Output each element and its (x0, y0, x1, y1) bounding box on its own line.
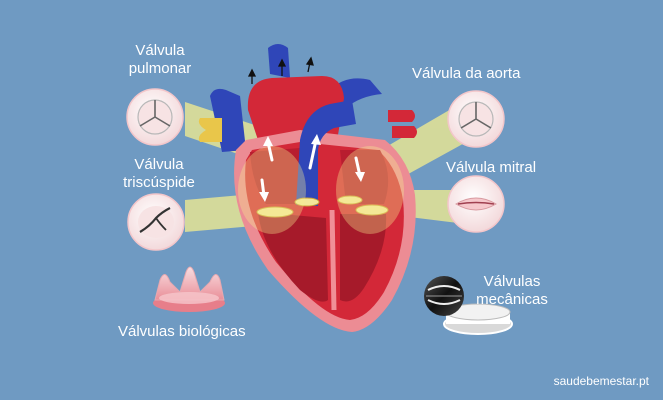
pulmonary-vein-right-lower (392, 126, 417, 138)
label-pulmonary-line1: Válvula (135, 42, 185, 59)
aortic-valve-ring (337, 195, 363, 205)
pulmonary-vein-left (198, 118, 222, 142)
flow-arrowhead-4 (259, 192, 269, 202)
pulmonary-artery-left (268, 44, 290, 78)
left-atrium (340, 150, 389, 204)
mitral-valve-icon (447, 175, 505, 233)
label-biological-valves: Válvulas biológicas (118, 323, 246, 340)
pulmonary-valve-ring (294, 197, 320, 207)
flow-arrowheads (259, 134, 365, 202)
flow-arrowhead-2 (311, 134, 321, 145)
mechanical-valve-icon (424, 276, 513, 335)
pulmonary-vein-right-upper (388, 110, 415, 122)
label-tricuspid-line2: triscúspide (123, 174, 195, 191)
pulmonary-trunk (296, 100, 356, 206)
label-aortic-valve: Válvula da aorta (412, 65, 521, 82)
label-mitral-valve: Válvula mitral (446, 159, 537, 176)
tricuspid-valve-icon (127, 193, 185, 251)
aortic-valve-icon (447, 90, 505, 148)
label-tricuspid-valve: Válvula triscúspide (104, 156, 214, 192)
pulmonary-valve-icon (126, 88, 184, 146)
valve-glow-left (238, 146, 306, 234)
flow-arrowhead-3 (355, 172, 365, 182)
label-mechanical-valves: Válvulas mecânicas (466, 273, 558, 309)
mitral-valve-ring (355, 204, 389, 216)
outlet-arrows (247, 56, 314, 84)
biological-valve-icon (153, 266, 225, 312)
left-ventricle (340, 214, 387, 302)
heart-illustration (198, 44, 417, 332)
right-ventricle (258, 212, 328, 302)
label-mechanical-line2: mecânicas (476, 291, 548, 308)
valve-glow-right (336, 146, 404, 234)
flow-arrowhead-1 (263, 136, 273, 146)
label-mechanical-line1: Válvulas (483, 273, 541, 290)
brand-watermark: saudebemestar.pt (553, 374, 649, 388)
label-pulmonary-valve: Válvula pulmonar (118, 42, 202, 78)
flow-arrow-2 (308, 138, 318, 170)
septum (329, 209, 337, 311)
label-pulmonary-line2: pulmonar (128, 60, 192, 77)
label-tricuspid-line1: Válvula (134, 156, 184, 173)
tricuspid-valve-ring (256, 206, 294, 218)
